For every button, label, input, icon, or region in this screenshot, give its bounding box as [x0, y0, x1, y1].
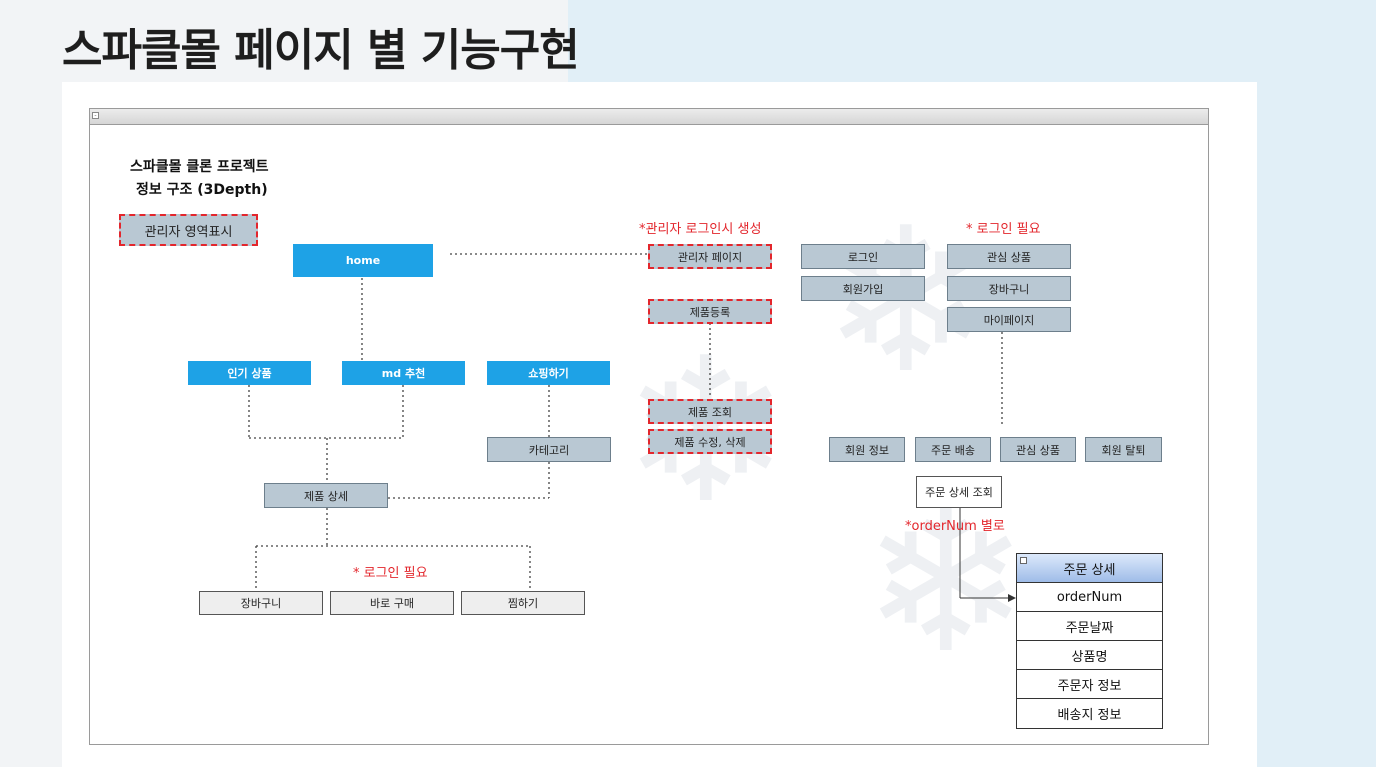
node-member-info[interactable]: 회원 정보: [829, 437, 905, 462]
collapse-icon[interactable]: [1020, 557, 1027, 564]
node-order-detail-view[interactable]: 주문 상세 조회: [916, 476, 1002, 508]
order-detail-entity: 주문 상세 orderNum 주문날짜 상품명 주문자 정보 배송지 정보: [1016, 553, 1163, 729]
node-admin-page[interactable]: 관리자 페이지: [648, 244, 772, 269]
admin-area-legend: 관리자 영역표시: [119, 214, 258, 246]
node-md-recommend[interactable]: md 추천: [342, 361, 465, 385]
login-required-label: * 로그인 필요: [353, 566, 428, 581]
node-category[interactable]: 카테고리: [487, 437, 611, 462]
node-popular-products[interactable]: 인기 상품: [188, 361, 311, 385]
login-required-right-label: * 로그인 필요: [966, 222, 1041, 237]
node-shopping[interactable]: 쇼핑하기: [487, 361, 610, 385]
node-interest-products-mypage[interactable]: 관심 상품: [1000, 437, 1076, 462]
entity-field: 상품명: [1017, 641, 1162, 670]
node-product-detail[interactable]: 제품 상세: [264, 483, 388, 508]
entity-field: orderNum: [1017, 583, 1162, 612]
node-interest-products[interactable]: 관심 상품: [947, 244, 1071, 269]
node-signup[interactable]: 회원가입: [801, 276, 925, 301]
collapse-icon[interactable]: -: [92, 112, 99, 119]
snowflake-decoration-icon: ❄: [862, 465, 1030, 698]
node-cart[interactable]: 장바구니: [199, 591, 323, 615]
node-withdraw[interactable]: 회원 탈퇴: [1085, 437, 1162, 462]
page-title: 스파클몰 페이지 별 기능구현: [62, 25, 580, 76]
node-home[interactable]: home: [293, 244, 433, 277]
admin-login-label: *관리자 로그인시 생성: [639, 222, 762, 237]
order-num-label: *orderNum 별로: [905, 519, 1005, 534]
node-product-edit-delete[interactable]: 제품 수정, 삭제: [648, 429, 772, 454]
entity-field: 배송지 정보: [1057, 708, 1122, 723]
node-order-delivery[interactable]: 주문 배송: [915, 437, 991, 462]
node-wishlist[interactable]: 찜하기: [461, 591, 585, 615]
diagram-title: 스파클몰 클론 프로젝트: [130, 159, 269, 175]
node-mypage[interactable]: 마이페이지: [947, 307, 1071, 332]
diagram-subtitle: 정보 구조 (3Depth): [136, 182, 268, 198]
diagram-frame: -: [89, 108, 1209, 745]
node-login[interactable]: 로그인: [801, 244, 925, 269]
entity-header: 주문 상세: [1017, 554, 1162, 583]
node-cart-right[interactable]: 장바구니: [947, 276, 1071, 301]
snowflake-decoration-icon: ❄: [822, 185, 990, 418]
entity-field: 주문자 정보: [1017, 670, 1162, 699]
frame-titlebar: -: [90, 109, 1208, 125]
node-buy-now[interactable]: 바로 구매: [330, 591, 454, 615]
entity-field: 주문날짜: [1017, 612, 1162, 641]
entity-title: 주문 상세: [1063, 562, 1116, 578]
node-product-register[interactable]: 제품등록: [648, 299, 772, 324]
node-product-view[interactable]: 제품 조회: [648, 399, 772, 424]
